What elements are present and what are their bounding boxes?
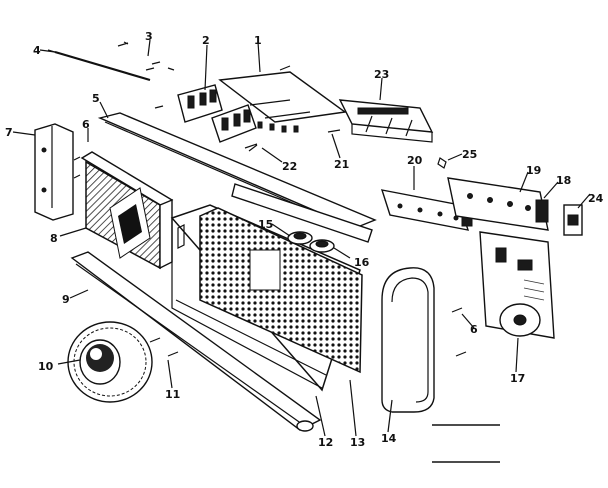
leader-lines xyxy=(12,39,591,437)
top-strip-part xyxy=(97,112,377,243)
motor-17-part xyxy=(479,231,555,339)
callout-11: 11 xyxy=(165,388,180,401)
callout-10: 10 xyxy=(38,360,54,373)
callout-2: 2 xyxy=(202,34,210,47)
bracket-23-part xyxy=(338,99,434,143)
terminal-strip-20-part xyxy=(380,189,473,231)
screw-22 xyxy=(244,143,258,152)
screw-part xyxy=(117,41,175,71)
callout-12: 12 xyxy=(318,436,333,449)
board-19-part xyxy=(447,177,549,231)
screw-11 xyxy=(149,337,179,357)
callout-6-right: 6 xyxy=(470,323,478,336)
callout-16: 16 xyxy=(354,256,370,269)
clip-24-part xyxy=(563,204,583,236)
dial-10-part xyxy=(67,321,153,403)
callout-14: 14 xyxy=(381,432,397,445)
callout-20: 20 xyxy=(407,154,423,167)
base-strip-9-part xyxy=(70,251,322,432)
display-frame-8-part xyxy=(80,151,174,270)
end-cap-14-part xyxy=(381,267,435,413)
callout-18: 18 xyxy=(556,174,571,187)
knob-16-part xyxy=(309,239,335,253)
callout-6-left: 6 xyxy=(82,118,90,131)
callout-1: 1 xyxy=(254,34,262,47)
callout-9: 9 xyxy=(62,293,70,306)
callout-5: 5 xyxy=(92,92,100,105)
callout-13: 13 xyxy=(350,436,365,449)
callout-22: 22 xyxy=(282,160,297,173)
callout-4: 4 xyxy=(33,44,41,57)
rod-part xyxy=(47,49,151,82)
end-bracket-7-part xyxy=(34,123,81,221)
screw-6-right xyxy=(451,307,467,357)
callout-7: 7 xyxy=(5,126,13,139)
callout-21: 21 xyxy=(334,158,349,171)
perforated-panel-part xyxy=(170,204,363,392)
callout-25: 25 xyxy=(462,148,477,161)
callout-19: 19 xyxy=(526,164,541,177)
screw-21 xyxy=(327,129,341,133)
callout-15: 15 xyxy=(258,218,273,231)
connector-block-part xyxy=(154,84,257,143)
screw-25 xyxy=(437,157,447,169)
callout-17: 17 xyxy=(510,372,525,385)
knob-15-part xyxy=(287,231,313,245)
callout-3: 3 xyxy=(145,30,153,43)
circuit-card-part xyxy=(218,65,347,133)
callout-24: 24 xyxy=(588,192,604,205)
callout-8: 8 xyxy=(50,232,58,245)
callout-23: 23 xyxy=(374,68,389,81)
